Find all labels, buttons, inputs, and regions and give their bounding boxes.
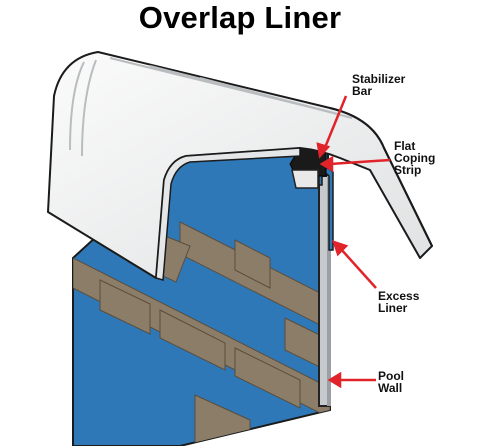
arrow-flat-coping-strip [329, 158, 391, 166]
label-pool-wall: Pool Wall [378, 369, 404, 395]
arrow-excess-liner [339, 247, 377, 289]
label-excess-liner: Excess Liner [378, 289, 420, 315]
label-stabilizer-bar: Stabilizer Bar [352, 72, 406, 98]
callout-arrows [316, 95, 391, 389]
coping-strip-bracket [291, 169, 319, 189]
arrow-stabilizer-bar [322, 95, 348, 151]
diagram-title: Overlap Liner [138, 0, 342, 35]
label-flat-coping-strip: Flat Coping Strip [394, 139, 436, 177]
